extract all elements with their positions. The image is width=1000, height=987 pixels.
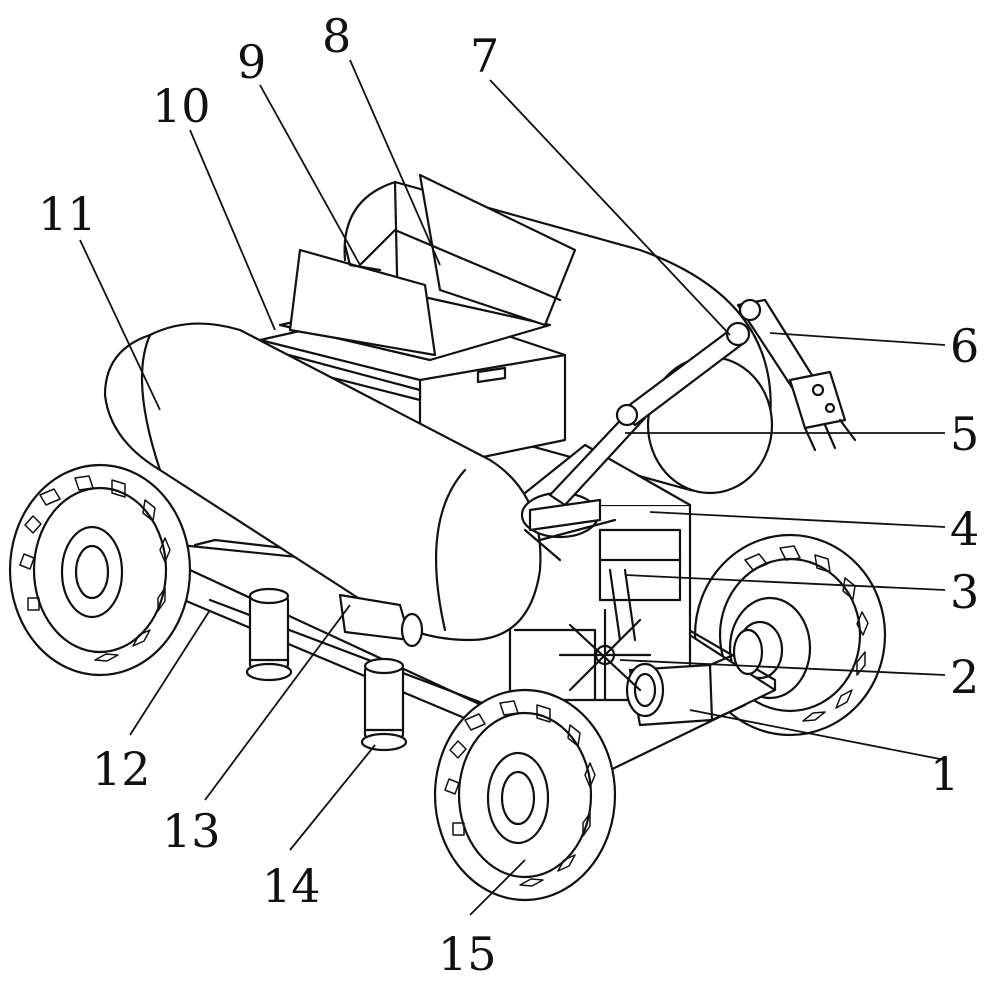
- callout-4: 4: [950, 502, 979, 556]
- leader-1: [689, 709, 946, 761]
- leader-2: [619, 659, 946, 676]
- callout-9: 9: [237, 35, 266, 89]
- leader-12: [129, 609, 211, 736]
- wheel-front: [433, 688, 617, 902]
- leader-10: [189, 129, 276, 331]
- leader-13: [204, 604, 351, 801]
- callout-6: 6: [950, 319, 979, 373]
- callout-7: 7: [470, 29, 499, 83]
- leader-7: [489, 79, 731, 336]
- callout-10: 10: [152, 79, 211, 133]
- callout-5: 5: [950, 407, 979, 461]
- motor-box: [338, 593, 424, 648]
- callout-3: 3: [950, 565, 979, 619]
- tank-front: [103, 322, 542, 642]
- callout-8: 8: [322, 9, 351, 63]
- callout-13: 13: [162, 804, 221, 858]
- leader-6: [769, 332, 946, 346]
- callout-12: 12: [92, 742, 151, 796]
- callout-labels: 1 2 3 4 5 6 7 8 9 10 11 12 13 14 15: [38, 9, 979, 981]
- leader-15: [469, 859, 526, 916]
- collection-basket: [258, 173, 577, 472]
- leader-lines: [79, 59, 946, 916]
- callout-2: 2: [950, 650, 979, 704]
- pump-right: [360, 657, 408, 752]
- leader-8: [349, 59, 441, 266]
- wheel-rear-left: [8, 463, 192, 677]
- callout-15: 15: [438, 927, 497, 981]
- leader-4: [649, 511, 946, 528]
- callout-11: 11: [38, 187, 97, 241]
- leader-11: [79, 239, 161, 411]
- callout-1: 1: [930, 747, 959, 801]
- robot-arm: [520, 298, 857, 562]
- leader-9: [259, 84, 361, 266]
- pump-left: [245, 587, 293, 682]
- leader-14: [289, 744, 376, 851]
- leader-3: [624, 574, 946, 591]
- callout-14: 14: [262, 859, 321, 913]
